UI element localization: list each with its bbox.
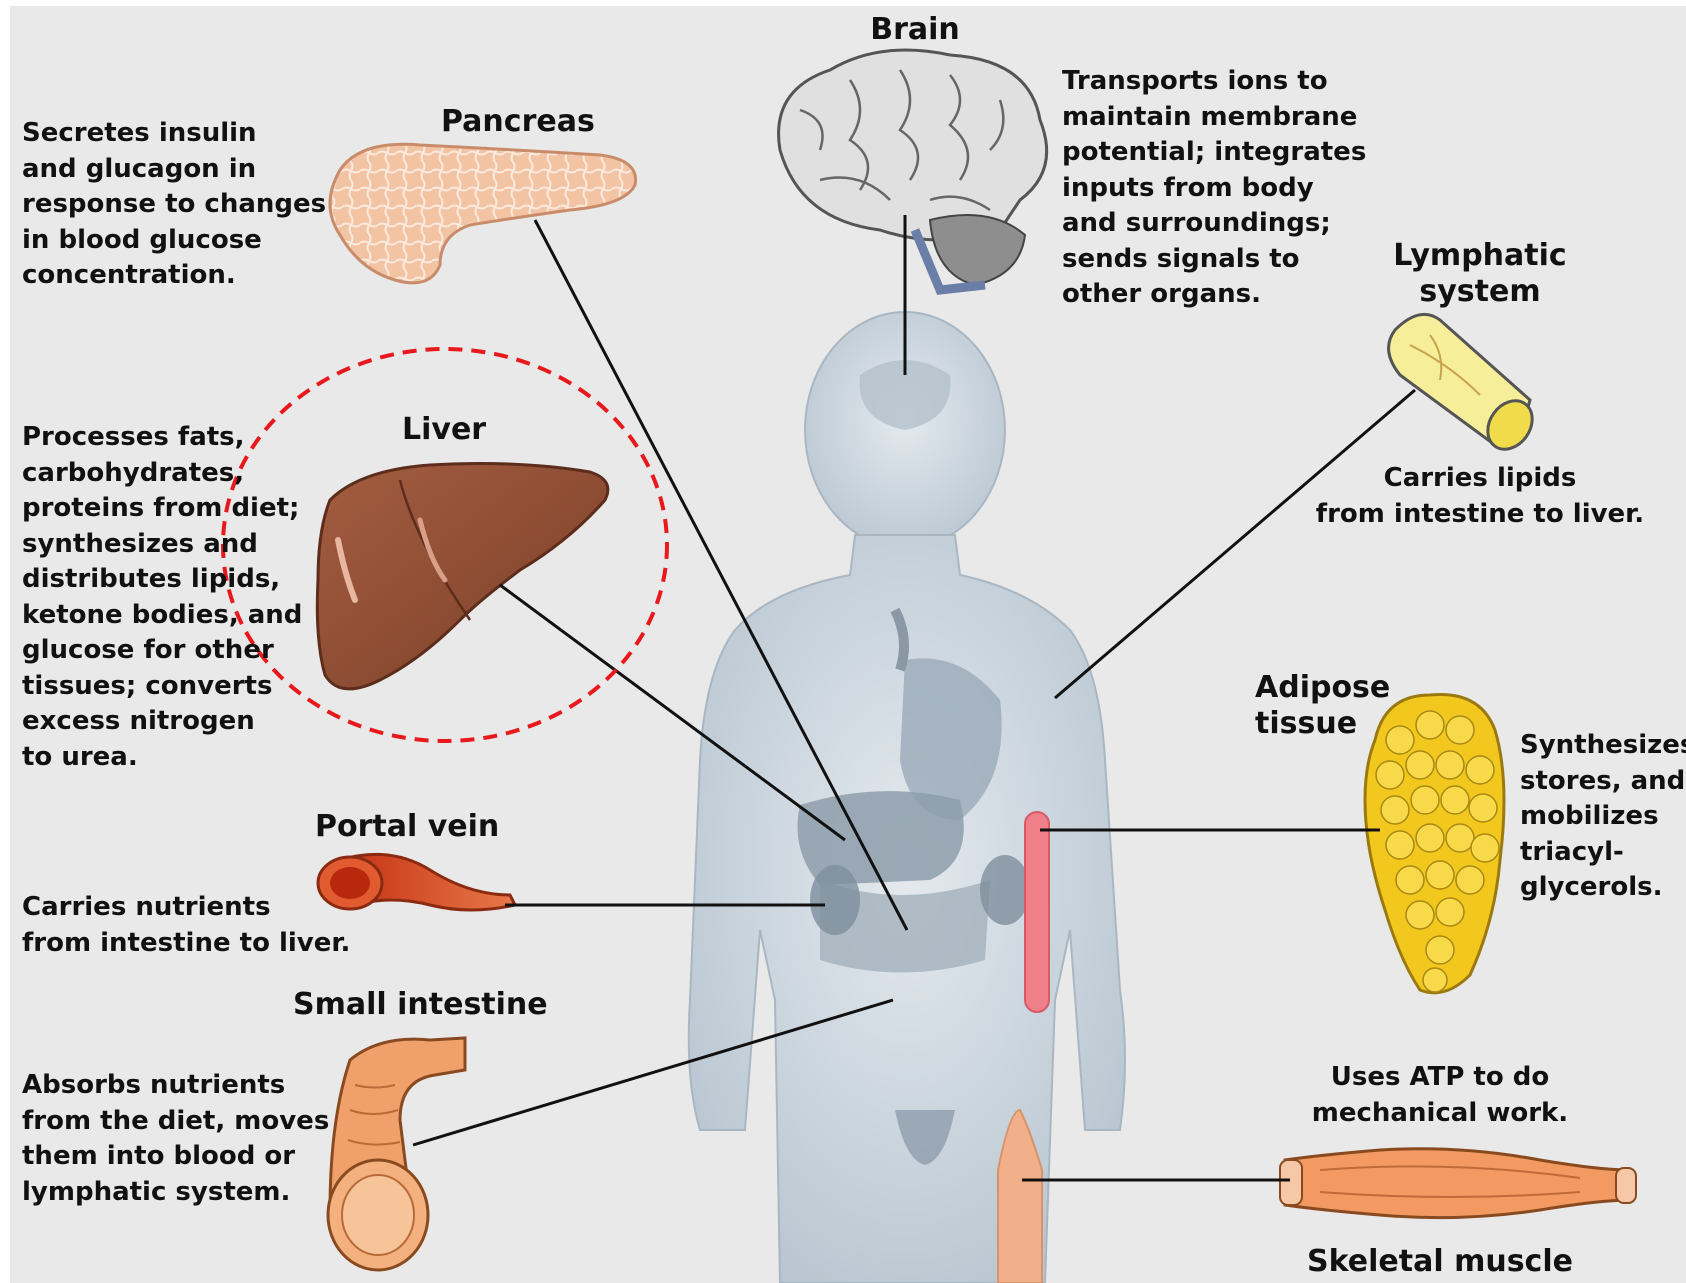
- skeletal-muscle-illustration: [1280, 1149, 1636, 1218]
- lymphatic-title: Lymphatic system: [1380, 238, 1580, 310]
- brain-title: Brain: [840, 12, 990, 48]
- pancreas-title: Pancreas: [441, 104, 595, 140]
- adipose-title: Adipose tissue: [1255, 670, 1390, 742]
- portal-vein-description: Carries nutrients from intestine to live…: [22, 890, 352, 961]
- lymphatic-description: Carries lipids from intestine to liver.: [1290, 461, 1670, 532]
- brain-description: Transports ions to maintain membrane pot…: [1062, 64, 1392, 313]
- lymph-vessel-illustration: [1389, 314, 1542, 457]
- skeletal-muscle-title: Skeletal muscle: [1290, 1244, 1590, 1280]
- lymph-connector: [1055, 390, 1415, 698]
- small-intestine-title: Small intestine: [293, 987, 548, 1023]
- small-intestine-illustration: [328, 1038, 465, 1270]
- liver-illustration: [317, 464, 608, 689]
- pancreas-description: Secretes insulin and glucagon in respons…: [22, 116, 332, 294]
- portal-vein-title: Portal vein: [315, 809, 499, 845]
- skeletal-muscle-description: Uses ATP to do mechanical work.: [1300, 1060, 1580, 1131]
- pancreas-illustration: [330, 144, 636, 283]
- liver-title: Liver: [402, 412, 486, 448]
- human-body-illustration: [689, 312, 1125, 1283]
- liver-description: Processes fats, carbohydrates, proteins …: [22, 420, 322, 775]
- brain-illustration: [779, 50, 1047, 290]
- small-intestine-description: Absorbs nutrients from the diet, moves t…: [22, 1068, 332, 1210]
